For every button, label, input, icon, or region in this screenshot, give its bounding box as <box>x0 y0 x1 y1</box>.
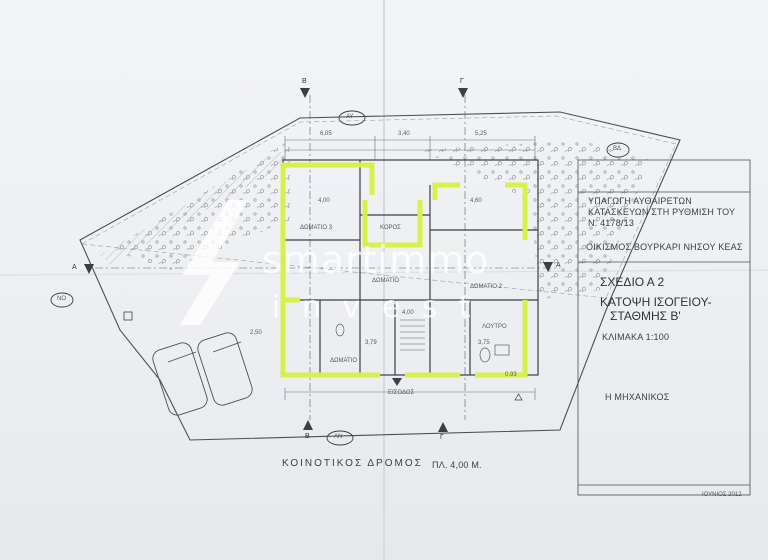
date-label: ΙΟΥΝΙΟΣ 2012 <box>702 492 742 498</box>
watermark-logo-mark <box>180 200 248 325</box>
entrance-arrow <box>392 378 402 386</box>
dimension-label: 3,75 <box>478 340 490 346</box>
dimension-label: 3,79 <box>365 340 377 346</box>
site-boundary <box>79 111 681 441</box>
section-marker-a-right <box>543 262 553 272</box>
dimension-label: 4,00 <box>402 310 414 316</box>
parked-cars <box>152 332 253 416</box>
watermark-subtitle: i n v e s t <box>272 290 477 325</box>
bottom-dimension-lines <box>284 388 536 400</box>
dimension-label: 4,60 <box>470 198 482 204</box>
room-label: ΔΩΜΑΤΙΟ <box>372 278 400 284</box>
room-label: ΕΙΣΟΔΟΣ <box>388 390 415 396</box>
engineer-label: Η ΜΗΧΑΝΙΚΟΣ <box>605 392 670 402</box>
staircase <box>400 319 425 351</box>
retaining-wall-hatch <box>100 150 285 265</box>
scale-label: ΚΛΙΜΑΚΑ 1:100 <box>602 332 670 342</box>
compass-ay-label: ΑΥ <box>346 114 354 120</box>
compass-no-ring <box>50 292 74 308</box>
section-marker-b-bottom <box>303 420 313 430</box>
setback-line <box>81 115 677 299</box>
compass-ay-ring <box>338 110 366 126</box>
section-marker-g-top <box>458 88 468 98</box>
dimension-label: 2,50 <box>250 330 262 336</box>
section-marker-b-top <box>300 88 310 98</box>
room-label: ΔΩΜΑΤΙΟ 2 <box>470 284 503 290</box>
section-label-b-bottom: Β <box>305 433 310 440</box>
bathroom-fixtures <box>335 323 510 363</box>
drawing-title-line-1: ΚΑΤΟΨΗ ΙΣΟΓΕΙΟΥ- <box>600 295 712 309</box>
section-marker-g-bottom <box>438 422 448 432</box>
section-label-a-right: Α <box>556 262 561 269</box>
dimension-label: 3,40 <box>398 131 410 137</box>
section-label-a-left: Α <box>72 264 77 271</box>
dimension-label: 5,25 <box>475 131 487 137</box>
drawing-number: ΣΧΕΔΙΟ Α 2 <box>600 275 665 289</box>
survey-marker <box>123 311 133 321</box>
notice-line-1: ΥΠΑΓΩΓΗ ΑΥΘΑΙΡΕΤΩΝ <box>588 196 692 206</box>
room-label: ΔΩΜΑΤΙΟ <box>330 358 358 364</box>
highlighted-walls <box>280 162 528 378</box>
top-dimension-lines <box>284 136 536 160</box>
dimension-label: 6,05 <box>320 131 332 137</box>
title-block-frame <box>577 159 751 496</box>
section-label-g-top: Γ <box>460 78 464 85</box>
section-marker-a-left <box>84 264 94 274</box>
room-label: ΔΩΜΑΤΙΟ 3 <box>300 225 333 231</box>
compass-bd-label: ΒΔ <box>613 146 622 152</box>
watermark-brand: smartimmo <box>262 238 490 282</box>
level-marker <box>514 393 523 401</box>
drawing-title-line-2: ΣΤΑΘΜΗΣ Β' <box>610 309 681 323</box>
dimension-label: 4,00 <box>318 198 330 204</box>
paper-crease-line <box>0 269 768 276</box>
notice-line-2: ΚΑΤΑΣΚΕΥΩΝ ΣΤΗ ΡΥΘΜΙΣΗ ΤΟΥ <box>588 207 736 217</box>
section-lines <box>95 95 560 420</box>
room-label: ΚΟΡΟΣ <box>380 225 401 231</box>
road-width-label: ΠΛ. 4,00 Μ. <box>432 460 482 470</box>
compass-an-label: ΑΝ <box>334 434 343 440</box>
garden-area-east <box>420 140 650 300</box>
dimension-label: 0,93 <box>505 372 517 378</box>
section-label-g-bottom: Γ <box>440 434 444 441</box>
room-label: ΛΟΥΤΡΟ <box>482 324 507 330</box>
notice-line-3: Ν. 4178/13 <box>588 218 635 228</box>
location-label: ΟΙΚΙΣΜΟΣ ΒΟΥΡΚΑΡΙ ΝΗΣΟΥ ΚΕΑΣ <box>586 242 743 252</box>
compass-no-label: ΝΟ <box>57 296 66 302</box>
road-name-label: ΚΟΙΝΟΤΙΚΟΣ ΔΡΟΜΟΣ <box>282 458 423 469</box>
compass-bd-ring <box>606 142 630 158</box>
section-label-b-top: Β <box>302 78 307 85</box>
compass-an-ring <box>326 430 354 446</box>
